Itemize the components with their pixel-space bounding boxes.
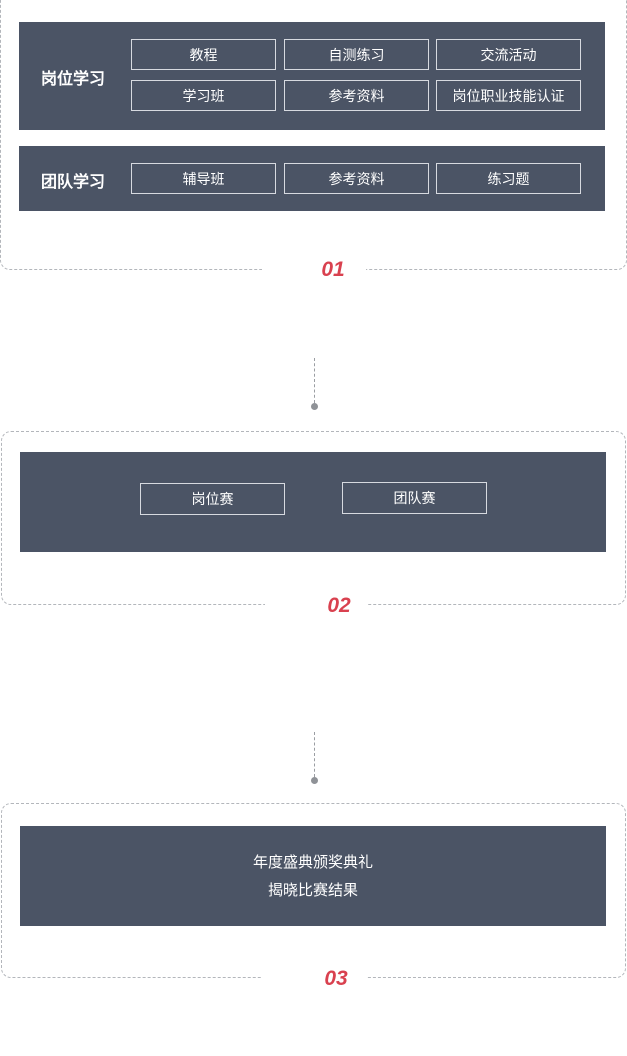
- competition-panel: 岗位赛 团队赛: [20, 452, 606, 552]
- ceremony-panel: 年度盛典颁奖典礼 揭晓比赛结果: [20, 826, 606, 926]
- ceremony-line-1: 年度盛典颁奖典礼: [252, 853, 373, 871]
- tag-tutoring-class[interactable]: 辅导班: [131, 163, 276, 194]
- job-learning-label: 岗位学习: [41, 69, 106, 88]
- stage-1-number: 01: [321, 258, 345, 281]
- tag-exercises[interactable]: 练习题: [436, 163, 581, 194]
- stage-2-gap: [265, 602, 367, 608]
- team-learning-panel: 团队学习 辅导班 参考资料 练习题: [19, 146, 605, 211]
- connector-1-line: [314, 358, 315, 403]
- team-learning-label: 团队学习: [41, 172, 106, 191]
- stage-2-number: 02: [327, 594, 351, 617]
- stage-3-number: 03: [324, 967, 348, 990]
- tag-team-competition[interactable]: 团队赛: [342, 482, 487, 514]
- ceremony-text: 年度盛典颁奖典礼 揭晓比赛结果: [20, 848, 606, 904]
- tag-job-competition[interactable]: 岗位赛: [140, 483, 285, 515]
- tag-team-reference-materials[interactable]: 参考资料: [284, 163, 429, 194]
- tag-exchange-activity[interactable]: 交流活动: [436, 39, 581, 70]
- connector-2-dot: [311, 777, 318, 784]
- tag-reference-materials[interactable]: 参考资料: [284, 80, 429, 111]
- tag-skill-certification[interactable]: 岗位职业技能认证: [436, 80, 581, 111]
- tag-tutorial[interactable]: 教程: [131, 39, 276, 70]
- ceremony-line-2: 揭晓比赛结果: [267, 881, 358, 899]
- tag-self-test[interactable]: 自测练习: [284, 39, 429, 70]
- connector-2-line: [314, 732, 315, 777]
- connector-1-dot: [311, 403, 318, 410]
- job-learning-panel: 岗位学习 教程 自测练习 交流活动 学习班 参考资料 岗位职业技能认证: [19, 22, 605, 130]
- stage-3-gap: [262, 975, 366, 981]
- tag-study-class[interactable]: 学习班: [131, 80, 276, 111]
- stage-1-gap: [262, 266, 366, 272]
